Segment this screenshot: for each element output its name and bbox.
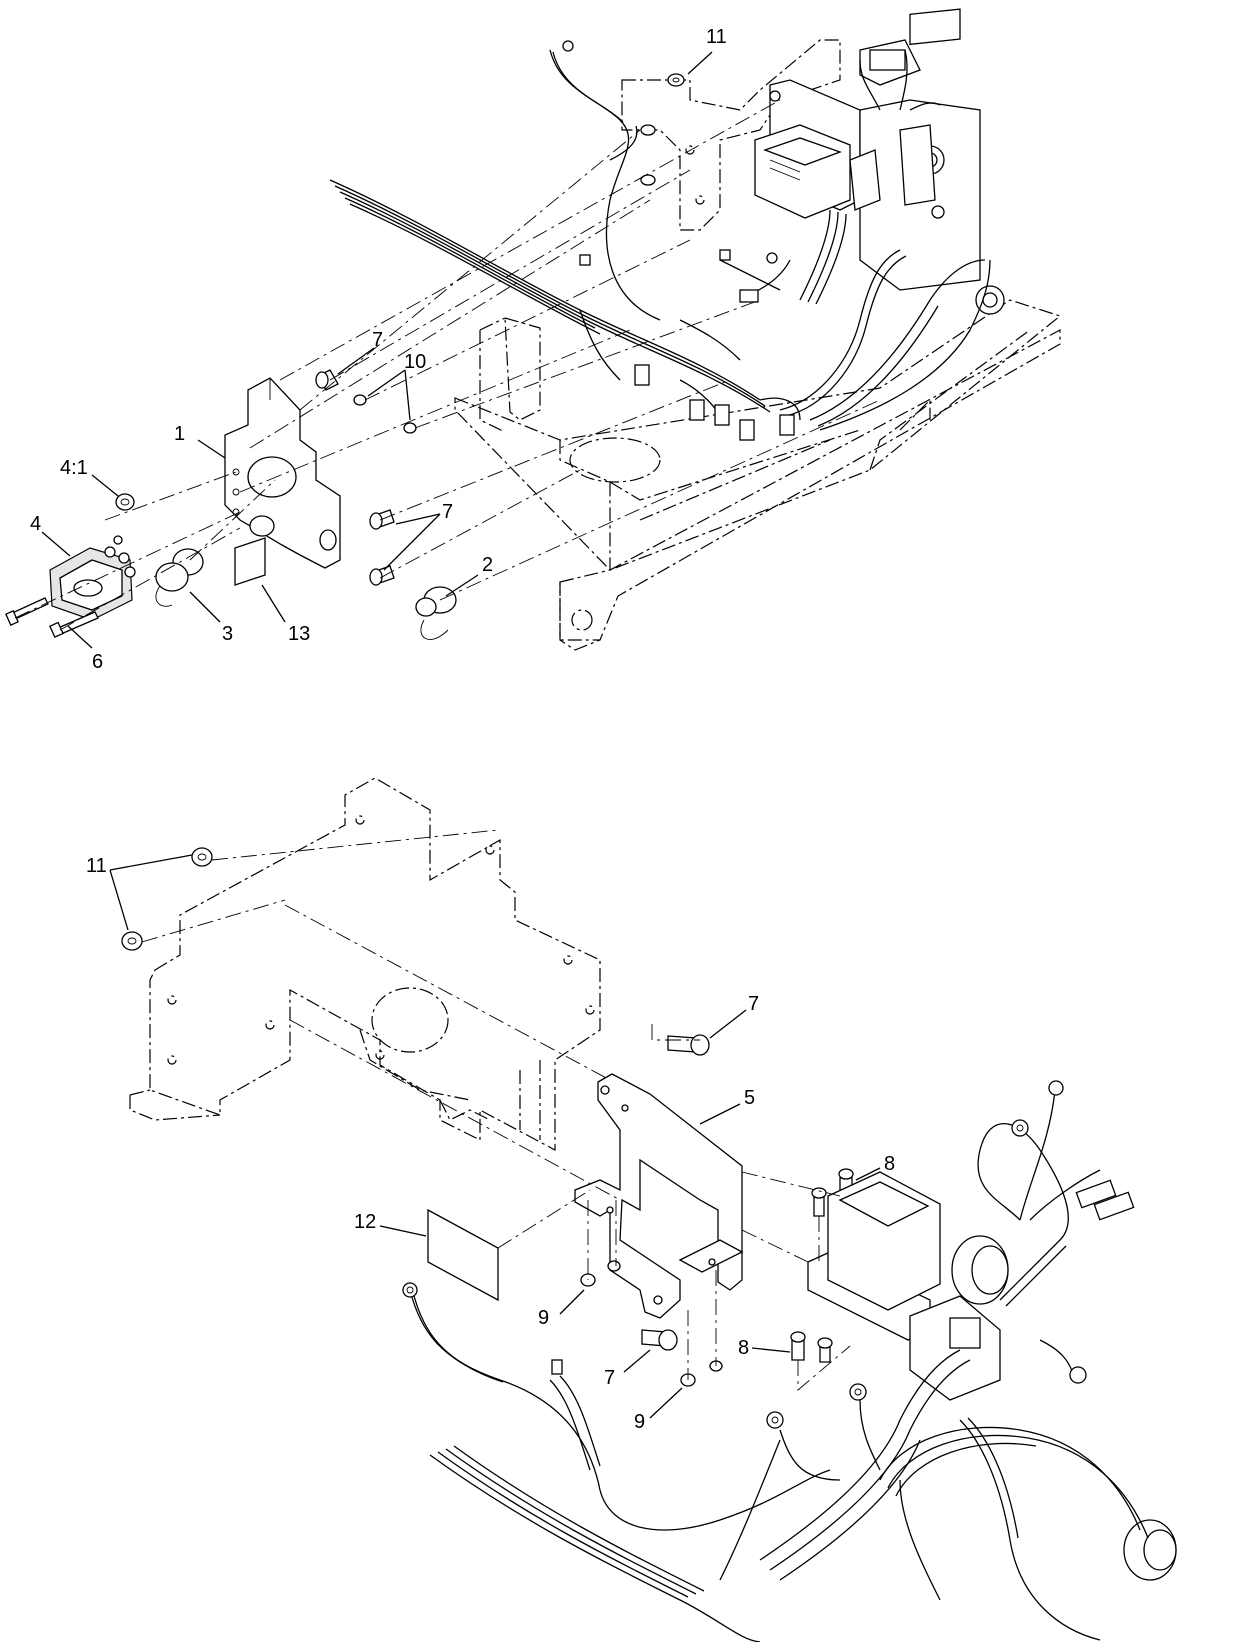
callout-item-6: 6	[92, 651, 103, 673]
upper-center-lines	[14, 99, 881, 631]
nut-item-4-1	[115, 493, 135, 511]
callout-item-5: 5	[744, 1087, 755, 1109]
callout-item-11-upper: 11	[706, 26, 727, 48]
lower-leader-lines	[109, 854, 881, 1419]
callout-item-9-bottom: 9	[634, 1411, 645, 1433]
callout-item-13: 13	[288, 623, 310, 645]
power-socket-item-3	[155, 548, 204, 607]
callout-item-3: 3	[222, 623, 233, 645]
power-socket-item-2	[415, 586, 457, 640]
callout-item-12: 12	[354, 1211, 376, 1233]
bracket-item-5	[574, 1073, 744, 1319]
nuts-item-10	[353, 394, 417, 434]
side-plate-phantom	[129, 777, 601, 1151]
callout-item-2: 2	[482, 554, 493, 576]
callout-item-10: 10	[404, 351, 426, 373]
callout-item-7-pair: 7	[442, 501, 453, 523]
nuts-item-11-lower	[121, 847, 213, 951]
decal-item-12	[427, 1208, 499, 1302]
callout-item-7-top: 7	[372, 329, 383, 351]
upper-wire-harness	[329, 40, 991, 441]
switch-item-4	[49, 535, 136, 621]
callout-item-9-top: 9	[538, 1307, 549, 1329]
callout-item-8-bottom: 8	[738, 1337, 749, 1359]
callout-item-11-lower: 11	[86, 855, 107, 877]
nut-item-11-upper	[640, 73, 685, 186]
lower-center-lines	[141, 829, 851, 1391]
lower-wire-harness	[402, 1080, 1149, 1642]
callout-item-1: 1	[174, 423, 185, 445]
upper-assembly-view	[5, 8, 1062, 651]
chassis-frame-phantom	[454, 299, 1062, 651]
lower-assembly-view	[109, 777, 1177, 1642]
callout-item-4: 4	[30, 513, 41, 535]
callout-item-7-lower-bottom: 7	[604, 1367, 615, 1389]
decal-item-13	[234, 537, 266, 586]
callout-labels: 1 2 3 4 4:1 6 7 7 10 11 13 11 7 5 8 12 9…	[30, 26, 895, 1433]
upper-leader-lines	[41, 51, 713, 649]
callout-item-7-lower-top: 7	[748, 993, 759, 1015]
callout-item-4-1: 4:1	[60, 457, 88, 479]
lower-electrical-box	[807, 1171, 1177, 1581]
bolts-upper	[5, 369, 395, 638]
mounting-bracket-item-1	[224, 377, 341, 569]
callout-item-8-top: 8	[884, 1153, 895, 1175]
upper-electrical-box	[754, 8, 1005, 315]
